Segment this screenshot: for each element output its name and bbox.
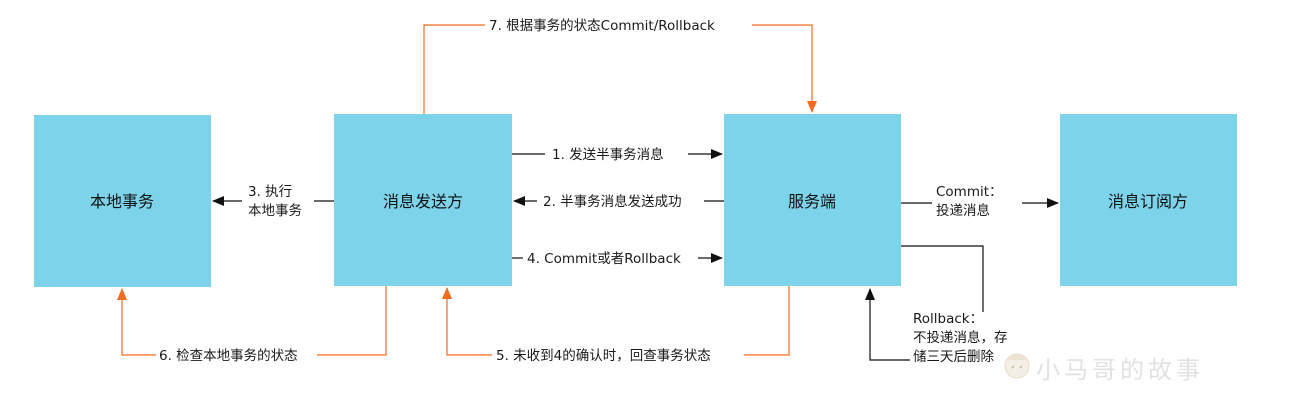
rollback-label-line1: Rollback： [913, 311, 983, 327]
step5-label: 5. 未收到4的确认时，回查事务状态 [496, 348, 711, 364]
server-box [724, 114, 901, 286]
producer-label: 消息发送方 [383, 192, 463, 211]
consumer-label: 消息订阅方 [1108, 192, 1188, 211]
commit-label-line1: Commit： [936, 184, 1003, 200]
step2-label: 2. 半事务消息发送成功 [543, 193, 682, 210]
edge-step7: 7. 根据事务的状态Commit/Rollback [423, 18, 817, 114]
step6-label: 6. 检查本地事务的状态 [159, 348, 298, 364]
server-label: 服务端 [788, 192, 836, 211]
edge-step6: 6. 检查本地事务的状态 [117, 286, 387, 364]
rollback-label-line3: 储三天后删除 [913, 349, 994, 365]
local-tx-box [34, 115, 211, 287]
rollback-label-line2: 不投递消息，存 [913, 329, 1008, 346]
commit-label-line2: 投递消息 [936, 202, 990, 219]
step3-label-line1: 3. 执行 [248, 184, 292, 200]
step4-label: 4. Commit或者Rollback [527, 251, 681, 267]
edge-step1: 1. 发送半事务消息 [512, 146, 723, 163]
edge-rollback: Rollback： 不投递消息，存 储三天后删除 [865, 245, 1008, 365]
local-tx-label: 本地事务 [90, 192, 154, 211]
edge-step4: 4. Commit或者Rollback [512, 251, 723, 267]
producer-box [334, 114, 512, 286]
watermark: 小马哥的故事 [1004, 353, 1204, 384]
watermark-label: 小马哥的故事 [1036, 356, 1204, 384]
edge-step3: 3. 执行 本地事务 [212, 184, 334, 219]
consumer-box [1060, 114, 1237, 286]
edge-commit: Commit： 投递消息 [901, 184, 1059, 219]
edge-step2: 2. 半事务消息发送成功 [513, 193, 724, 210]
step1-label: 1. 发送半事务消息 [552, 146, 664, 163]
mascot-icon [1004, 353, 1030, 379]
step7-label: 7. 根据事务的状态Commit/Rollback [489, 18, 715, 34]
step3-label-line2: 本地事务 [248, 203, 302, 219]
edge-step5: 5. 未收到4的确认时，回查事务状态 [442, 286, 790, 364]
